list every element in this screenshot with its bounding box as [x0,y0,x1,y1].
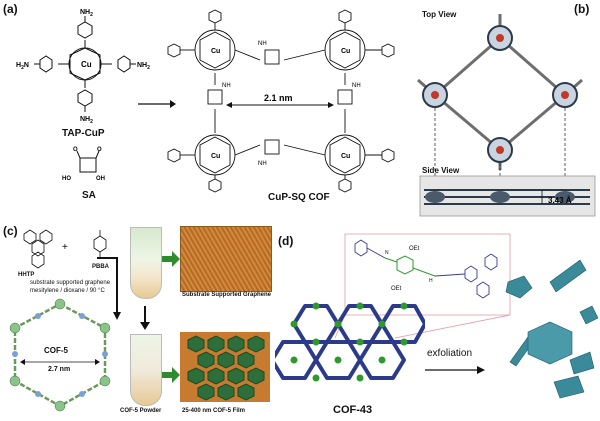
top-view-structure: 3.43 Å [417,14,596,217]
conditions-line2: mesitylene / dioxane / 90 °C [30,288,105,294]
cof-metal-bl: Cu [211,153,220,160]
reaction-tube-top [130,227,162,299]
cof5-label: COF-5 [44,346,68,355]
linker-n: N [385,250,389,256]
graphene-substrate-image [180,226,272,292]
sa-oxo-right: O [97,147,102,153]
sa-oxo-left: O [73,147,78,153]
porphyrin-node-right [552,82,578,108]
panel-c: (c) + HHTP PBBA substrate supported grap… [0,222,275,421]
nanosheet-2 [549,259,587,293]
cup-sq-cof-structure: Cu Cu Cu Cu NH NH NH NH 2.1 nm [167,9,395,193]
sa-ho: HO [62,176,71,182]
tap-cup-nh2-bottom: NH2 [80,116,93,125]
cof-nh-bottom: NH [258,161,267,167]
nanosheet-4 [527,321,573,365]
porphyrin-node-bottom [487,137,513,163]
cof-nh-left: NH [222,83,231,89]
cof43-label: COF-43 [333,404,373,416]
panel-d: (d) OEt OEt N H [275,222,600,421]
cof5-film-label: 25-400 nm COF-5 Film [182,408,246,414]
plus-sign: + [62,242,68,253]
cof-nh-right: NH [352,83,361,89]
top-view-label: Top View [422,10,457,19]
exfoliated-nanosheets [505,259,599,399]
green-arrow-top [162,256,172,262]
porphyrin-node-top [487,25,513,51]
cof43-linker-inset: OEt OEt N H [334,233,511,339]
process-arrow [97,257,121,320]
panel-a: (a) Cu NH2 NH2 H2N NH2 TA [0,0,410,210]
exfoliation-arrow [425,366,485,374]
hhtp-name: HHTP [18,272,35,278]
cof5-powder-label: COF-5 Powder [120,408,162,414]
cof5-pore-size: 2.7 nm [48,366,71,373]
cof-metal-br: Cu [341,153,350,160]
conditions-line1: substrate supported graphene [30,280,111,286]
tube-arrow-head [140,322,150,330]
tube-arrow-down [144,306,146,326]
reaction-arrow [138,100,176,108]
cof5-framework [9,298,111,412]
oet-group-1: OEt [391,286,402,292]
exfoliation-label: exfoliation [427,348,473,359]
linker-h: H [429,278,433,284]
cof-metal-tr: Cu [341,48,350,55]
tap-cup-h2n-left: H2N [16,62,29,71]
tap-cup-metal: Cu [81,60,92,69]
panel-c-label: (c) [3,224,18,238]
cof43-network [275,302,425,382]
green-arrow-top-head [172,251,180,267]
pbba-name: PBBA [92,264,110,270]
reaction-tube-bottom [130,334,162,406]
cup-sq-cof-name: CuP-SQ COF [268,192,330,203]
nanosheet-7 [579,305,599,325]
green-arrow-bottom-head [172,367,180,383]
porphyrin-node-left [422,82,448,108]
graphene-substrate-label: Substrate Supported Graphene [182,292,272,298]
tap-cup-structure: Cu NH2 NH2 H2N NH2 [16,9,150,125]
tap-cup-nh2-top: NH2 [80,9,93,18]
stacking-distance: 3.43 Å [548,196,572,205]
hhtp-pbba-structures: + [23,229,107,269]
sa-name: SA [82,190,96,201]
green-arrow-bottom [162,372,172,378]
tap-cup-nh2-right: NH2 [137,62,150,71]
cof-nh-top: NH [258,41,267,47]
cof5-film-image [180,332,270,402]
panel-d-label: (d) [278,234,294,248]
panel-b-label: (b) [574,2,590,16]
tap-cup-name: TAP-CuP [62,128,105,139]
cof-metal-tl: Cu [211,48,220,55]
nanosheet-6 [553,375,585,399]
side-view-label: Side View [422,166,460,175]
panel-a-label: (a) [3,2,18,16]
nanosheet-5 [569,351,595,375]
nanosheet-1 [505,275,533,299]
sa-oh: OH [96,176,105,182]
panel-b: (b) Top View [410,0,600,222]
cof-pore-distance: 2.1 nm [264,93,293,103]
oet-group-2: OEt [409,246,420,252]
sa-structure: O O HO OH [62,147,105,182]
